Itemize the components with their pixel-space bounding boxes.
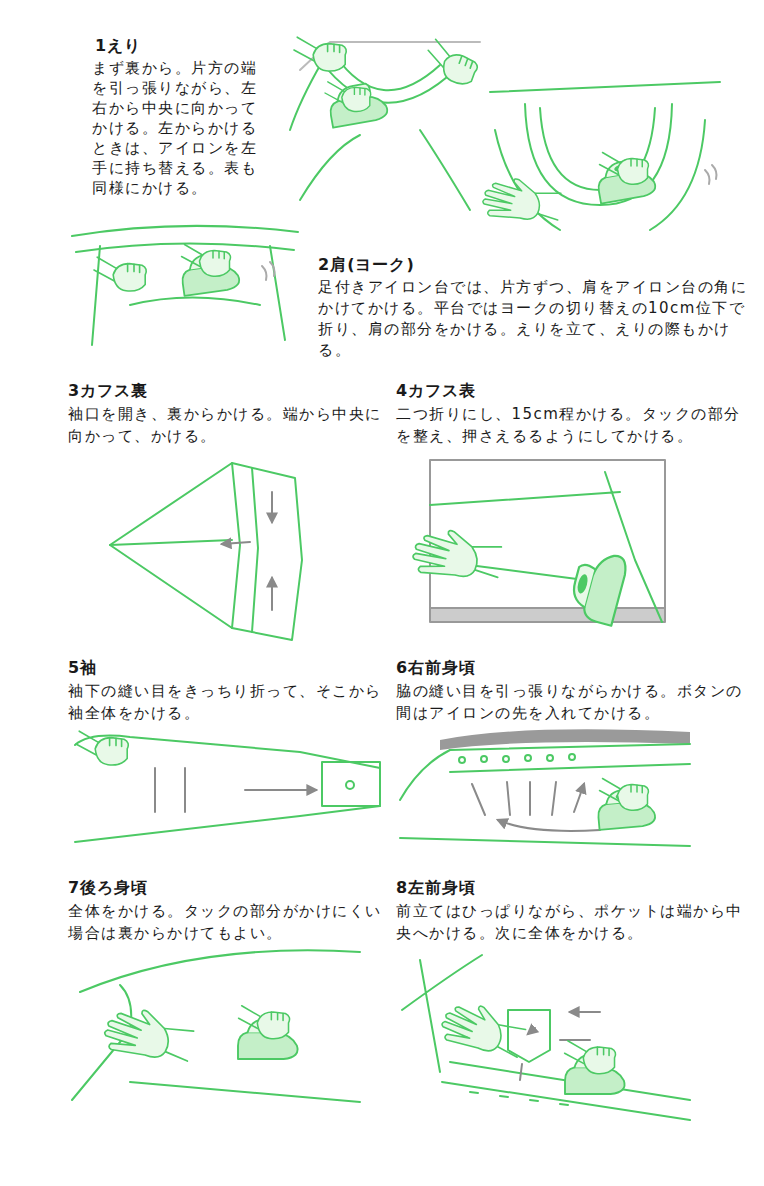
step-heading: 1えり: [95, 36, 141, 56]
collar-figure: [481, 82, 720, 230]
collar-figure: [72, 226, 298, 345]
step-heading: 6右前身頃: [396, 658, 476, 678]
step-instruction: 前立てはひっぱりながら、ポケットは端から中央へかける。次に全体をかける。: [396, 900, 746, 944]
step-instruction: 袖口を開き、裏からかける。端から中央に向かって、かける。: [68, 403, 388, 447]
step-heading: 2肩(ヨーク): [318, 255, 415, 275]
step-instruction: 全体をかける。タックの部分がかけにくい場合は裏からかけてもよい。: [68, 900, 388, 944]
cuff-figure: [110, 463, 302, 640]
step-instruction: 脇の縫い目を引っ張りながらかける。ボタンの間はアイロンの先を入れてかける。: [396, 680, 746, 724]
step-instruction: まず裏から。片方の端を引っ張りながら、左右から中央に向かってかける。左からかける…: [92, 58, 264, 198]
front-figure: [400, 729, 690, 846]
step-instruction: 二つ折りにし、15cm程かける。タックの部分を整え、押さえるるようにしてかける。: [396, 403, 746, 447]
step-instruction: 袖下の縫い目をきっちり折って、そこから袖全体をかける。: [68, 680, 388, 724]
step-heading: 4カフス表: [396, 381, 476, 401]
front-figure: [402, 955, 690, 1120]
step-heading: 7後ろ身頃: [68, 878, 148, 898]
step-heading: 5袖: [68, 658, 97, 678]
collar-figure: [290, 37, 482, 210]
step-heading: 3カフス裏: [68, 381, 148, 401]
back-figure: [72, 950, 360, 1102]
step-heading: 8左前身頃: [396, 878, 476, 898]
sleeve-figure: [75, 731, 380, 842]
cuff-figure: [410, 460, 665, 626]
step-instruction: 足付きアイロン台では、片方ずつ、肩をアイロン台の角にかけてかける。平台ではヨーク…: [318, 277, 754, 361]
